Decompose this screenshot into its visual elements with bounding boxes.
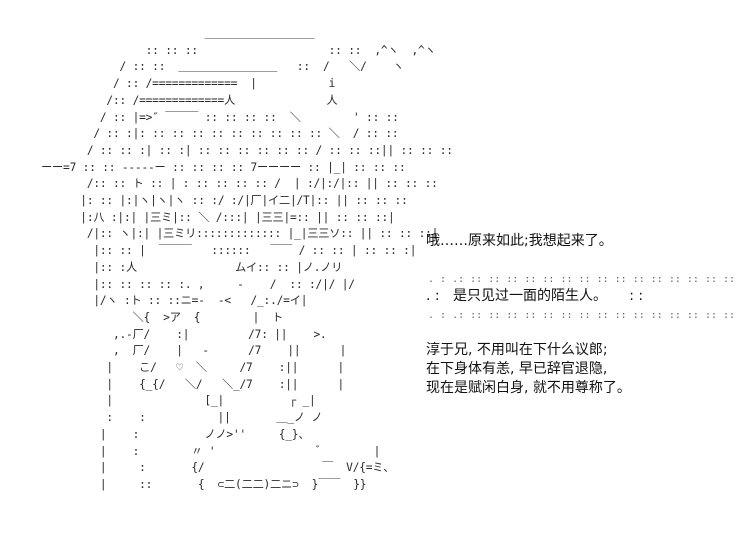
ascii-art-figure: ＿＿＿＿＿＿＿＿＿＿ :: :: :: :: :: ,^ヽ ,^ヽ / :: :… <box>41 27 453 491</box>
dialogue-line-5: 现在是赋闲白身, 就不用尊称了。 <box>426 380 631 396</box>
dotted-border-top: . : .: :: :: :: :: :: :: :: :: :: :: :: … <box>428 274 736 285</box>
dialogue-line-2: . : 是只见过一面的陌生人。 : : <box>426 288 644 304</box>
dotted-border-bottom: . : .: :: :: :: :: :: :: :: :: :: :: :: … <box>428 310 736 321</box>
dialogue-line-1: 哦……原来如此;我想起来了。 <box>426 233 613 249</box>
dialogue-line-3: 淳于兄, 不用叫在下什么议郎; <box>426 342 608 358</box>
dialogue-line-4: 在下身体有恙, 早已辞官退隐, <box>426 361 608 377</box>
